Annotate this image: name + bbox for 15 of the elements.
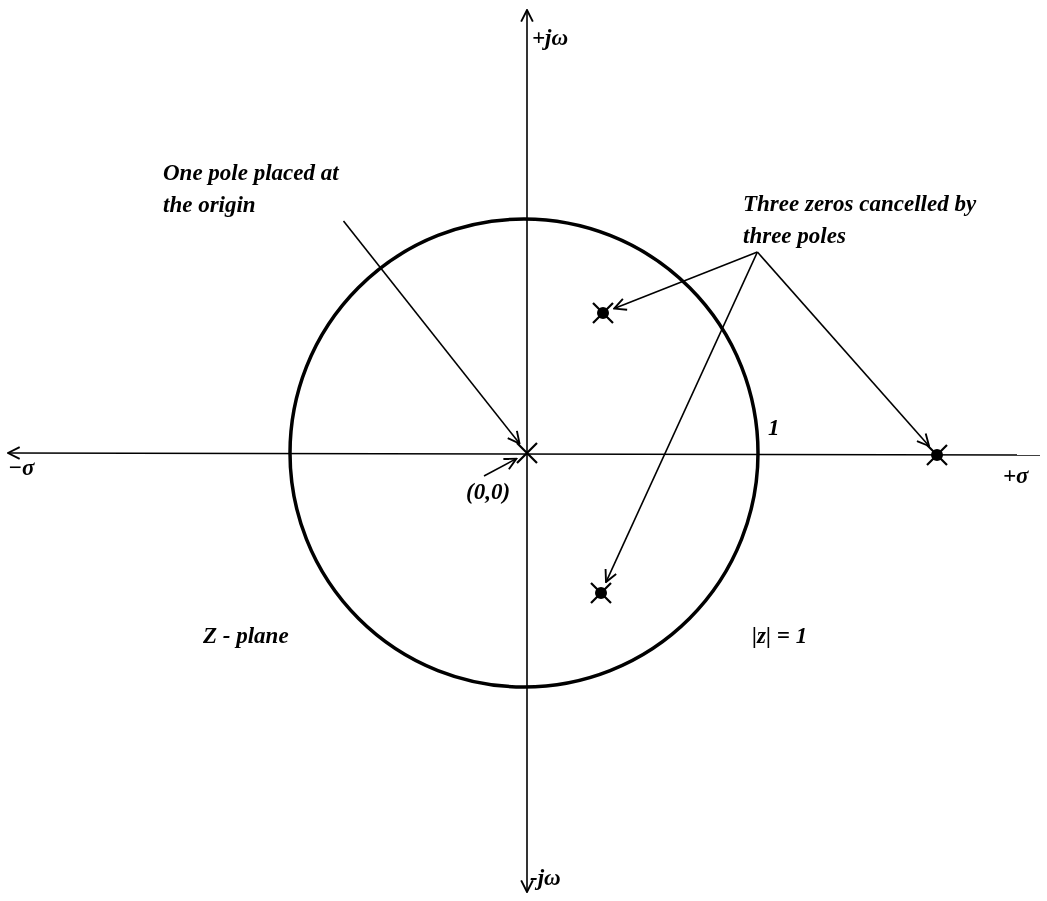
axis-label: −σ — [8, 454, 35, 482]
arrow — [604, 251, 759, 584]
axis-label: -jω — [530, 864, 561, 892]
arrow — [342, 220, 521, 445]
callout-text: (0,0) — [466, 476, 526, 508]
axis-label: +σ — [1003, 462, 1029, 490]
circle-label: |z| = 1 — [752, 622, 808, 650]
plane-label: Z - plane — [203, 622, 289, 650]
callout-text: One pole placed at the origin — [163, 157, 353, 221]
arrow — [613, 251, 759, 311]
arrow — [756, 251, 930, 447]
callout-text: Three zeros cancelled by three poles — [743, 188, 983, 252]
arrow — [483, 457, 518, 477]
axis-label: +jω — [532, 24, 569, 52]
tick-label: 1 — [768, 414, 780, 442]
